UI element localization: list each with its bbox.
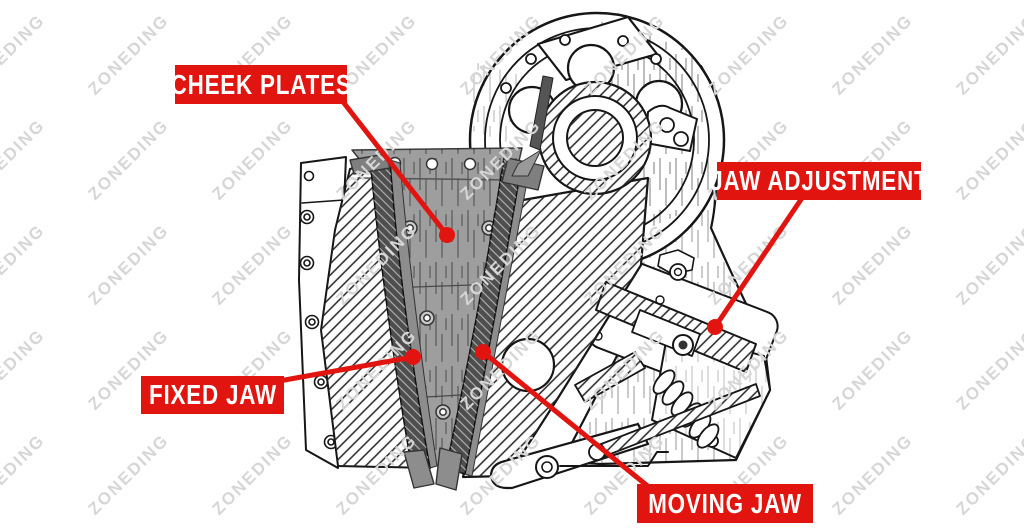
leader-line-jaw-adjustment — [712, 196, 805, 329]
leader-line-cheek-plates — [338, 96, 449, 237]
leader-dot-cheek-plates — [439, 227, 455, 243]
label-moving-jaw-text: MOVING JAW — [648, 487, 802, 519]
moving-jaw-plate — [435, 75, 554, 491]
leader-line-fixed-jaw — [267, 354, 414, 386]
flywheel-bolt-holes — [500, 34, 662, 94]
jaw-wedge-bolt — [529, 75, 554, 151]
leader-dot-moving-jaw — [475, 344, 491, 360]
fixed-jaw-plate — [349, 153, 438, 489]
leader-dot-fixed-jaw — [405, 349, 421, 365]
frame-bottom-edge — [559, 451, 669, 467]
label-moving-jaw: MOVING JAW — [637, 484, 813, 523]
leader-line-moving-jaw — [481, 350, 652, 490]
label-cheek-plates: CHEEK PLATES — [171, 65, 351, 104]
label-fixed-jaw-text: FIXED JAW — [148, 379, 277, 410]
leader-dot-jaw-adjustment — [707, 319, 723, 335]
jaw-adjustment-mechanism — [574, 281, 757, 403]
label-cheek-plates-text: CHEEK PLATES — [170, 68, 352, 100]
label-fixed-jaw: FIXED JAW — [141, 376, 284, 414]
pitman — [461, 80, 653, 479]
toggle-link-arm — [489, 422, 650, 490]
label-jaw-adjustment-text: JAW ADJUSTMENT — [709, 165, 929, 196]
label-jaw-adjustment: JAW ADJUSTMENT — [710, 162, 927, 200]
